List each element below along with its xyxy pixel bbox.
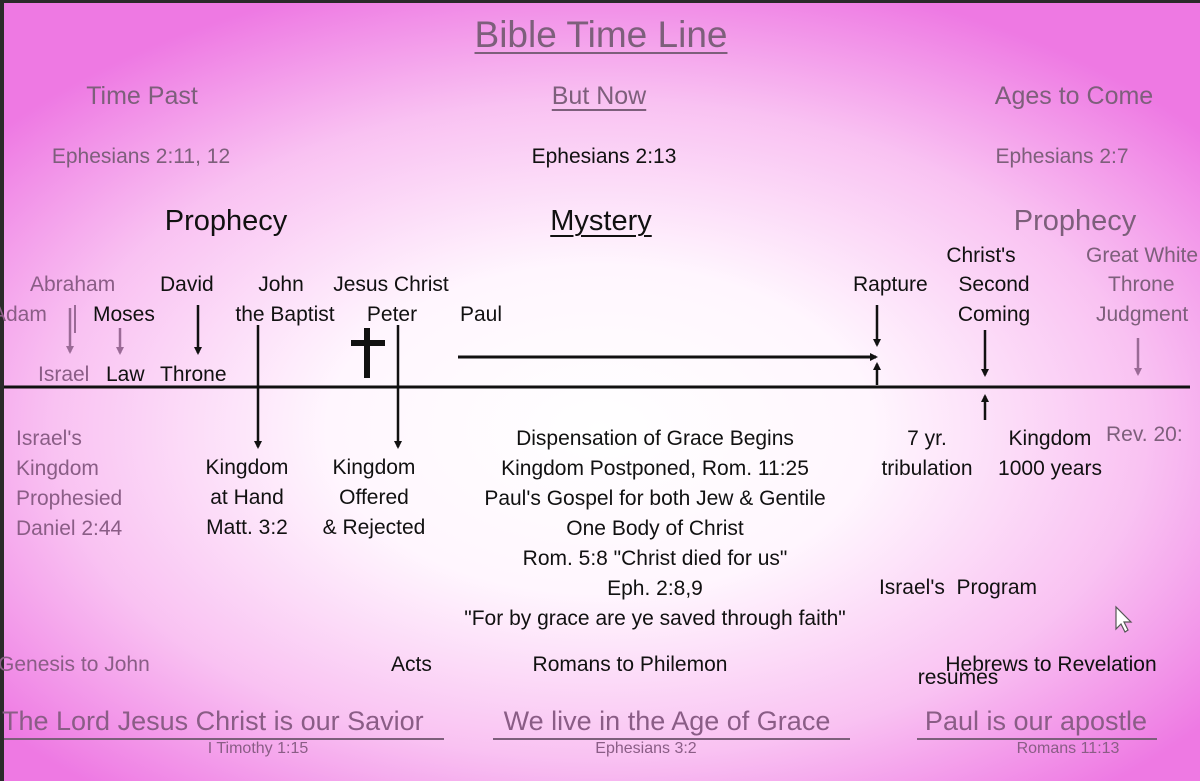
kingdom-at-hand-block: Kingdom at Hand Matt. 3:2 (197, 453, 297, 543)
label-throne: Throne (160, 363, 227, 386)
period-now-ref: Ephesians 2:13 (531, 145, 677, 168)
israel-program-line-2: resumes (917, 666, 999, 689)
label-paul: Paul (460, 303, 503, 326)
label-israel: Israel (38, 363, 90, 386)
label-moses: Moses (93, 303, 155, 326)
kingdom-at-hand-line-2: at Hand (210, 486, 284, 509)
grace-line-5: Rom. 5:8 "Christ died for us" (522, 547, 788, 570)
label-the-baptist: the Baptist (235, 303, 335, 326)
footer-grace-underline (493, 738, 850, 740)
kingdom-offered-line-3: & Rejected (322, 516, 426, 539)
grace-line-1: Dispensation of Grace Begins (516, 427, 794, 450)
books-romans-philemon: Romans to Philemon (532, 653, 728, 676)
grace-line-6: Eph. 2:8,9 (607, 577, 703, 600)
kingdom-at-hand-line-3: Matt. 3:2 (206, 516, 288, 539)
label-david: David (160, 273, 214, 296)
kingdom-at-hand-line-1: Kingdom (205, 456, 289, 479)
israel-kingdom-line-4: Daniel 2:44 (16, 517, 123, 540)
cursor-arrow-icon (1115, 605, 1133, 633)
rev-20-label: Rev. 20: (1106, 423, 1183, 446)
footer-savior-ref: I Timothy 1:15 (207, 740, 309, 757)
grace-line-2: Kingdom Postponed, Rom. 11:25 (501, 457, 809, 480)
label-jesus-christ: Jesus Christ (333, 273, 449, 296)
grace-line-7: "For by grace are ye saved through faith… (464, 607, 846, 630)
label-peter: Peter (366, 303, 418, 326)
period-future-label: Ages to Come (994, 82, 1154, 110)
footer-grace: We live in the Age of Grace (503, 706, 831, 736)
footer-apostle-ref: Romans 11:13 (1016, 740, 1120, 757)
footer-apostle: Paul is our apostle (924, 706, 1148, 736)
tribulation-line-2: tribulation (881, 457, 973, 480)
tribulation-block: 7 yr. tribulation (872, 424, 982, 484)
grace-line-4: One Body of Christ (566, 517, 744, 540)
period-now-label: But Now (551, 82, 647, 110)
tribulation-line-1: 7 yr. (907, 427, 947, 450)
footer-savior-underline (4, 738, 444, 740)
kingdom-offered-line-1: Kingdom (332, 456, 416, 479)
israel-program-block: Israel's Program resumes (879, 513, 1037, 753)
label-throne-gwt: Throne (1108, 273, 1175, 296)
israel-program-line-1: Israel's Program (878, 576, 1038, 599)
label-adam: Adam (0, 303, 47, 326)
period-past-ref: Ephesians 2:11, 12 (51, 145, 231, 168)
books-hebrews-revelation: Hebrews to Revelation (945, 653, 1157, 676)
label-judgment: Judgment (1096, 303, 1189, 326)
label-second: Second (958, 273, 1030, 296)
footer-grace-ref: Ephesians 3:2 (595, 740, 697, 757)
label-rapture: Rapture (853, 273, 928, 296)
israel-kingdom-line-2: Kingdom (16, 457, 99, 480)
israel-kingdom-line-3: Prophesied (16, 487, 123, 510)
israel-kingdom-line-1: Israel's (16, 427, 82, 450)
kingdom-offered-block: Kingdom Offered & Rejected (313, 453, 435, 543)
label-great-white: Great White (1086, 244, 1199, 267)
page-title: Bible Time Line (474, 14, 728, 55)
prophecy-past-heading: Prophecy (164, 205, 288, 237)
kingdom-offered-line-2: Offered (339, 486, 409, 509)
label-christs: Christ's (946, 244, 1016, 267)
kingdom-1000-line-2: 1000 years (998, 457, 1102, 480)
grace-block: Dispensation of Grace Begins Kingdom Pos… (464, 424, 845, 634)
label-abraham: Abraham (30, 273, 116, 296)
kingdom-1000-block: Kingdom 1000 years (980, 424, 1120, 484)
footer-savior: The Lord Jesus Christ is our Savior (2, 706, 424, 736)
kingdom-1000-line-1: Kingdom (1008, 427, 1092, 450)
period-future-ref: Ephesians 2:7 (995, 145, 1129, 168)
mystery-heading: Mystery (550, 205, 652, 237)
grace-line-3: Paul's Gospel for both Jew & Gentile (484, 487, 826, 510)
books-genesis-john: Genesis to John (0, 653, 150, 676)
books-acts: Acts (391, 653, 432, 676)
cross-icon (351, 328, 385, 378)
label-coming: Coming (957, 303, 1031, 326)
frame-top (0, 0, 1200, 3)
label-john: John (258, 273, 304, 296)
israel-kingdom-block: Israel's Kingdom Prophesied Daniel 2:44 (16, 424, 122, 544)
footer-apostle-underline (917, 738, 1157, 740)
prophecy-future-heading: Prophecy (1013, 205, 1137, 237)
period-past-label: Time Past (86, 82, 198, 110)
label-law: Law (106, 363, 145, 386)
frame-left (0, 0, 4, 781)
